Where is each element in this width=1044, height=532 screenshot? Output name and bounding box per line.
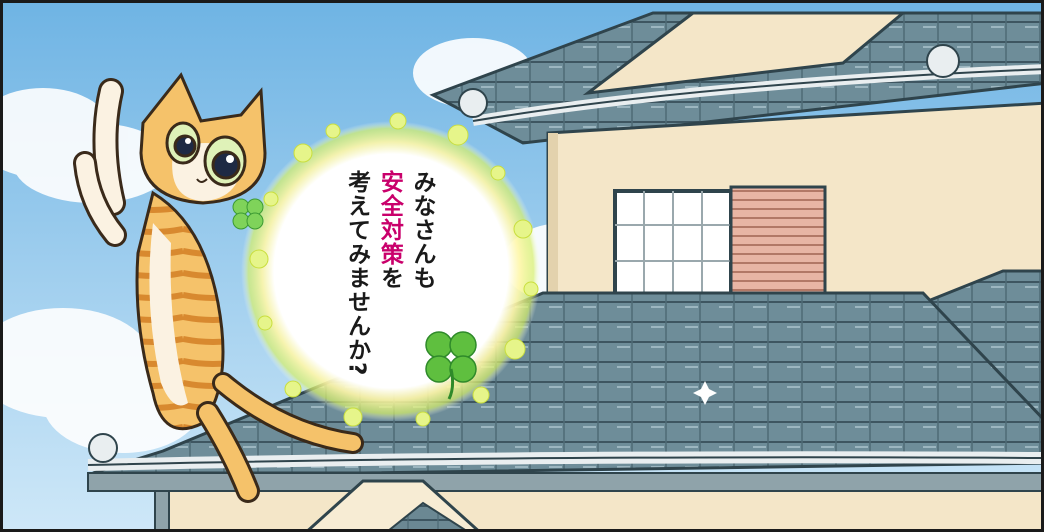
- speech-line-2: 安全対策を: [373, 170, 406, 376]
- clover-icon-small: [232, 198, 264, 230]
- comic-illustration: [3, 3, 1041, 529]
- upper-roof: [429, 11, 1041, 145]
- clover-icon: [425, 331, 477, 400]
- speech-bubble: みなさんも 安全対策を 考えてみませんか?: [271, 131, 507, 415]
- window: [607, 189, 739, 310]
- shutter: [729, 185, 827, 305]
- sparkle: [693, 381, 717, 405]
- speech-line-3: 考えてみませんか?: [343, 169, 370, 377]
- cat: [73, 72, 364, 503]
- speech-line-2-rest: を: [376, 265, 403, 290]
- speech-line-1: みなさんも: [408, 169, 435, 290]
- speech-text: みなさんも 安全対策を 考えてみませんか?: [340, 170, 438, 376]
- speech-highlight: 安全対策: [376, 169, 403, 266]
- bubble-dots: [249, 112, 539, 427]
